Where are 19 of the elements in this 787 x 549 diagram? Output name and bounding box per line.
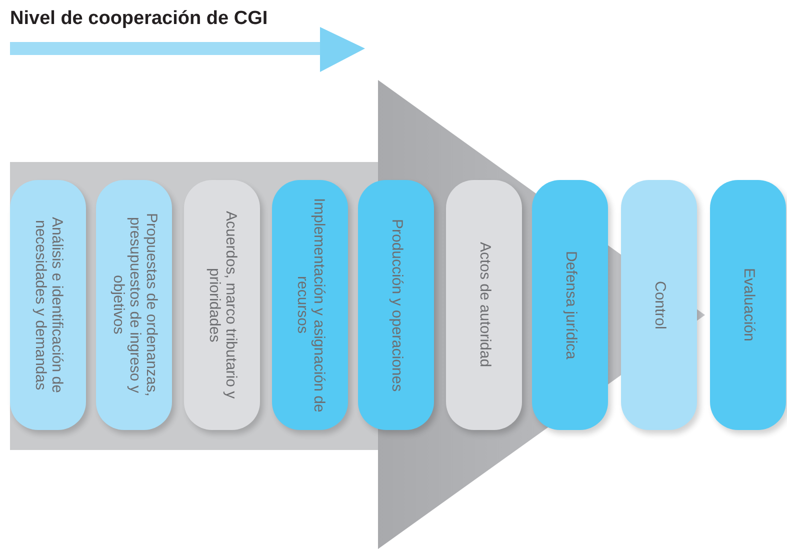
process-pill	[446, 180, 522, 430]
step-label: Análisis e identificación de necesidades y demandas	[32, 216, 64, 395]
step-label: Propuestas de ordenanzas, presupuestos de ingreso y objetivos	[109, 212, 159, 399]
process-pill	[184, 180, 260, 430]
step-label: Implementación y asignación de recursos	[294, 196, 326, 414]
process-pill	[621, 180, 697, 430]
step-label: Control	[650, 280, 668, 330]
step-label: Acuerdos, marco tributario y prioridades	[206, 210, 238, 401]
process-pill	[358, 180, 434, 430]
step-label: Producción y operaciones	[388, 218, 404, 392]
step-label: Defensa jurídica	[562, 250, 578, 360]
process-pill	[532, 180, 608, 430]
process-pill	[96, 180, 172, 430]
process-pill	[272, 180, 348, 430]
process-pill	[10, 180, 86, 430]
step-label: Actos de autoridad	[476, 242, 492, 368]
step-label: Evaluación	[740, 268, 756, 342]
diagram-title: Nivel de cooperación de CGI	[10, 8, 268, 30]
process-pill	[710, 180, 786, 430]
